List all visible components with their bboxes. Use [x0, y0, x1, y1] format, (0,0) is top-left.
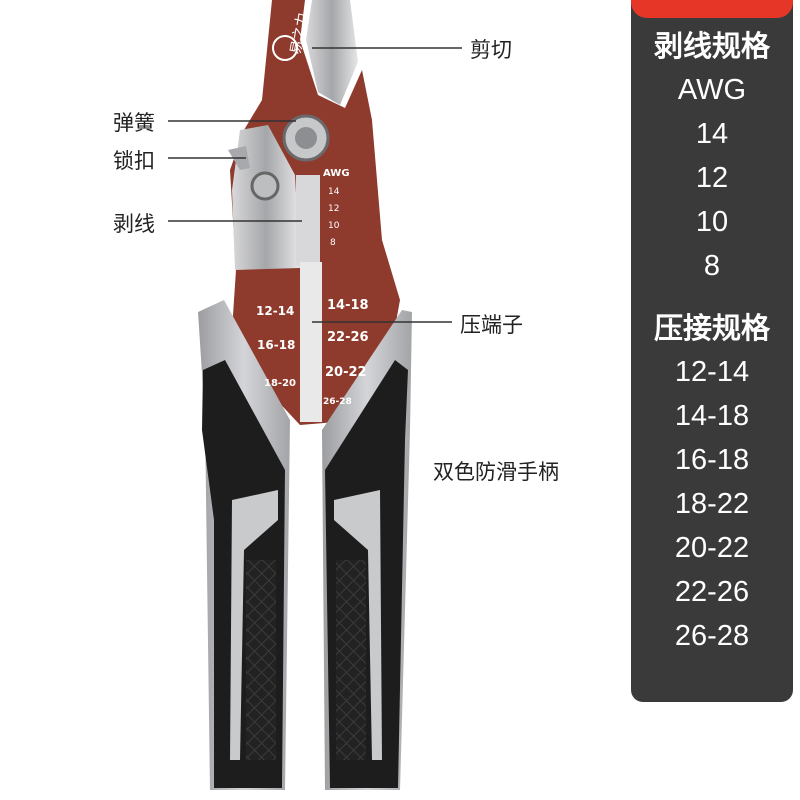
crimp-spec-value: 20-22	[674, 532, 750, 564]
spec-panel: 剥线规格 AWG 14 12 10 8 压接规格 12-14 14-18 16-…	[631, 0, 793, 702]
strip-slot	[296, 175, 320, 265]
lock-button	[250, 171, 280, 201]
crimp-right-label: 22-26	[327, 330, 369, 345]
crimp-spec-value: 12-14	[674, 356, 750, 388]
strip-spec-value: 14	[695, 118, 729, 150]
awg-header-label: AWG	[323, 168, 350, 179]
strip-spec-unit: AWG	[677, 74, 747, 106]
cutter-blade	[306, 0, 358, 105]
crimp-left-label: 16-18	[257, 338, 295, 352]
callout-cut: 剪切	[470, 38, 512, 62]
strip-spec-title: 剥线规格	[653, 29, 770, 63]
strip-spec-value: 10	[695, 206, 729, 238]
crimp-slot	[300, 262, 322, 422]
callout-lock: 锁扣	[113, 149, 155, 173]
crimp-right-label: 14-18	[327, 298, 369, 313]
brand-logo-text: 易之力	[288, 12, 311, 56]
callout-grip: 双色防滑手柄	[433, 460, 559, 484]
strip-spec-value: 8	[703, 250, 721, 282]
left-handle-grey-insert	[230, 490, 278, 760]
crimp-spec-value: 22-26	[674, 576, 750, 608]
red-header-tab	[631, 0, 793, 18]
strip-gauge-label: 14	[328, 187, 340, 197]
crimp-right-label: 20-22	[325, 365, 367, 380]
callout-crimp: 压端子	[460, 313, 523, 337]
crimp-left-label: 12-14	[256, 304, 294, 318]
callout-strip: 剥线	[113, 212, 155, 236]
crimp-spec-value: 26-28	[674, 620, 750, 652]
brand-logo-badge	[272, 35, 298, 61]
crimp-right-label: 26-28	[323, 397, 352, 407]
crimp-spec-title: 压接规格	[653, 311, 770, 345]
right-handle-knurl	[336, 560, 366, 760]
callout-spring: 弹簧	[113, 111, 155, 135]
strip-gauge-label: 10	[328, 221, 340, 231]
strip-gauge-label: 12	[328, 204, 339, 214]
strip-spec-value: 12	[695, 162, 729, 194]
crimp-spec-value: 14-18	[674, 400, 750, 432]
crimp-spec-value: 16-18	[674, 444, 750, 476]
right-handle-grey-insert	[334, 490, 382, 760]
crimp-left-label: 18-20	[264, 378, 296, 389]
strip-gauge-label: 8	[330, 238, 336, 248]
left-handle-knurl	[246, 560, 276, 760]
crimp-spec-value: 18-22	[674, 488, 750, 520]
